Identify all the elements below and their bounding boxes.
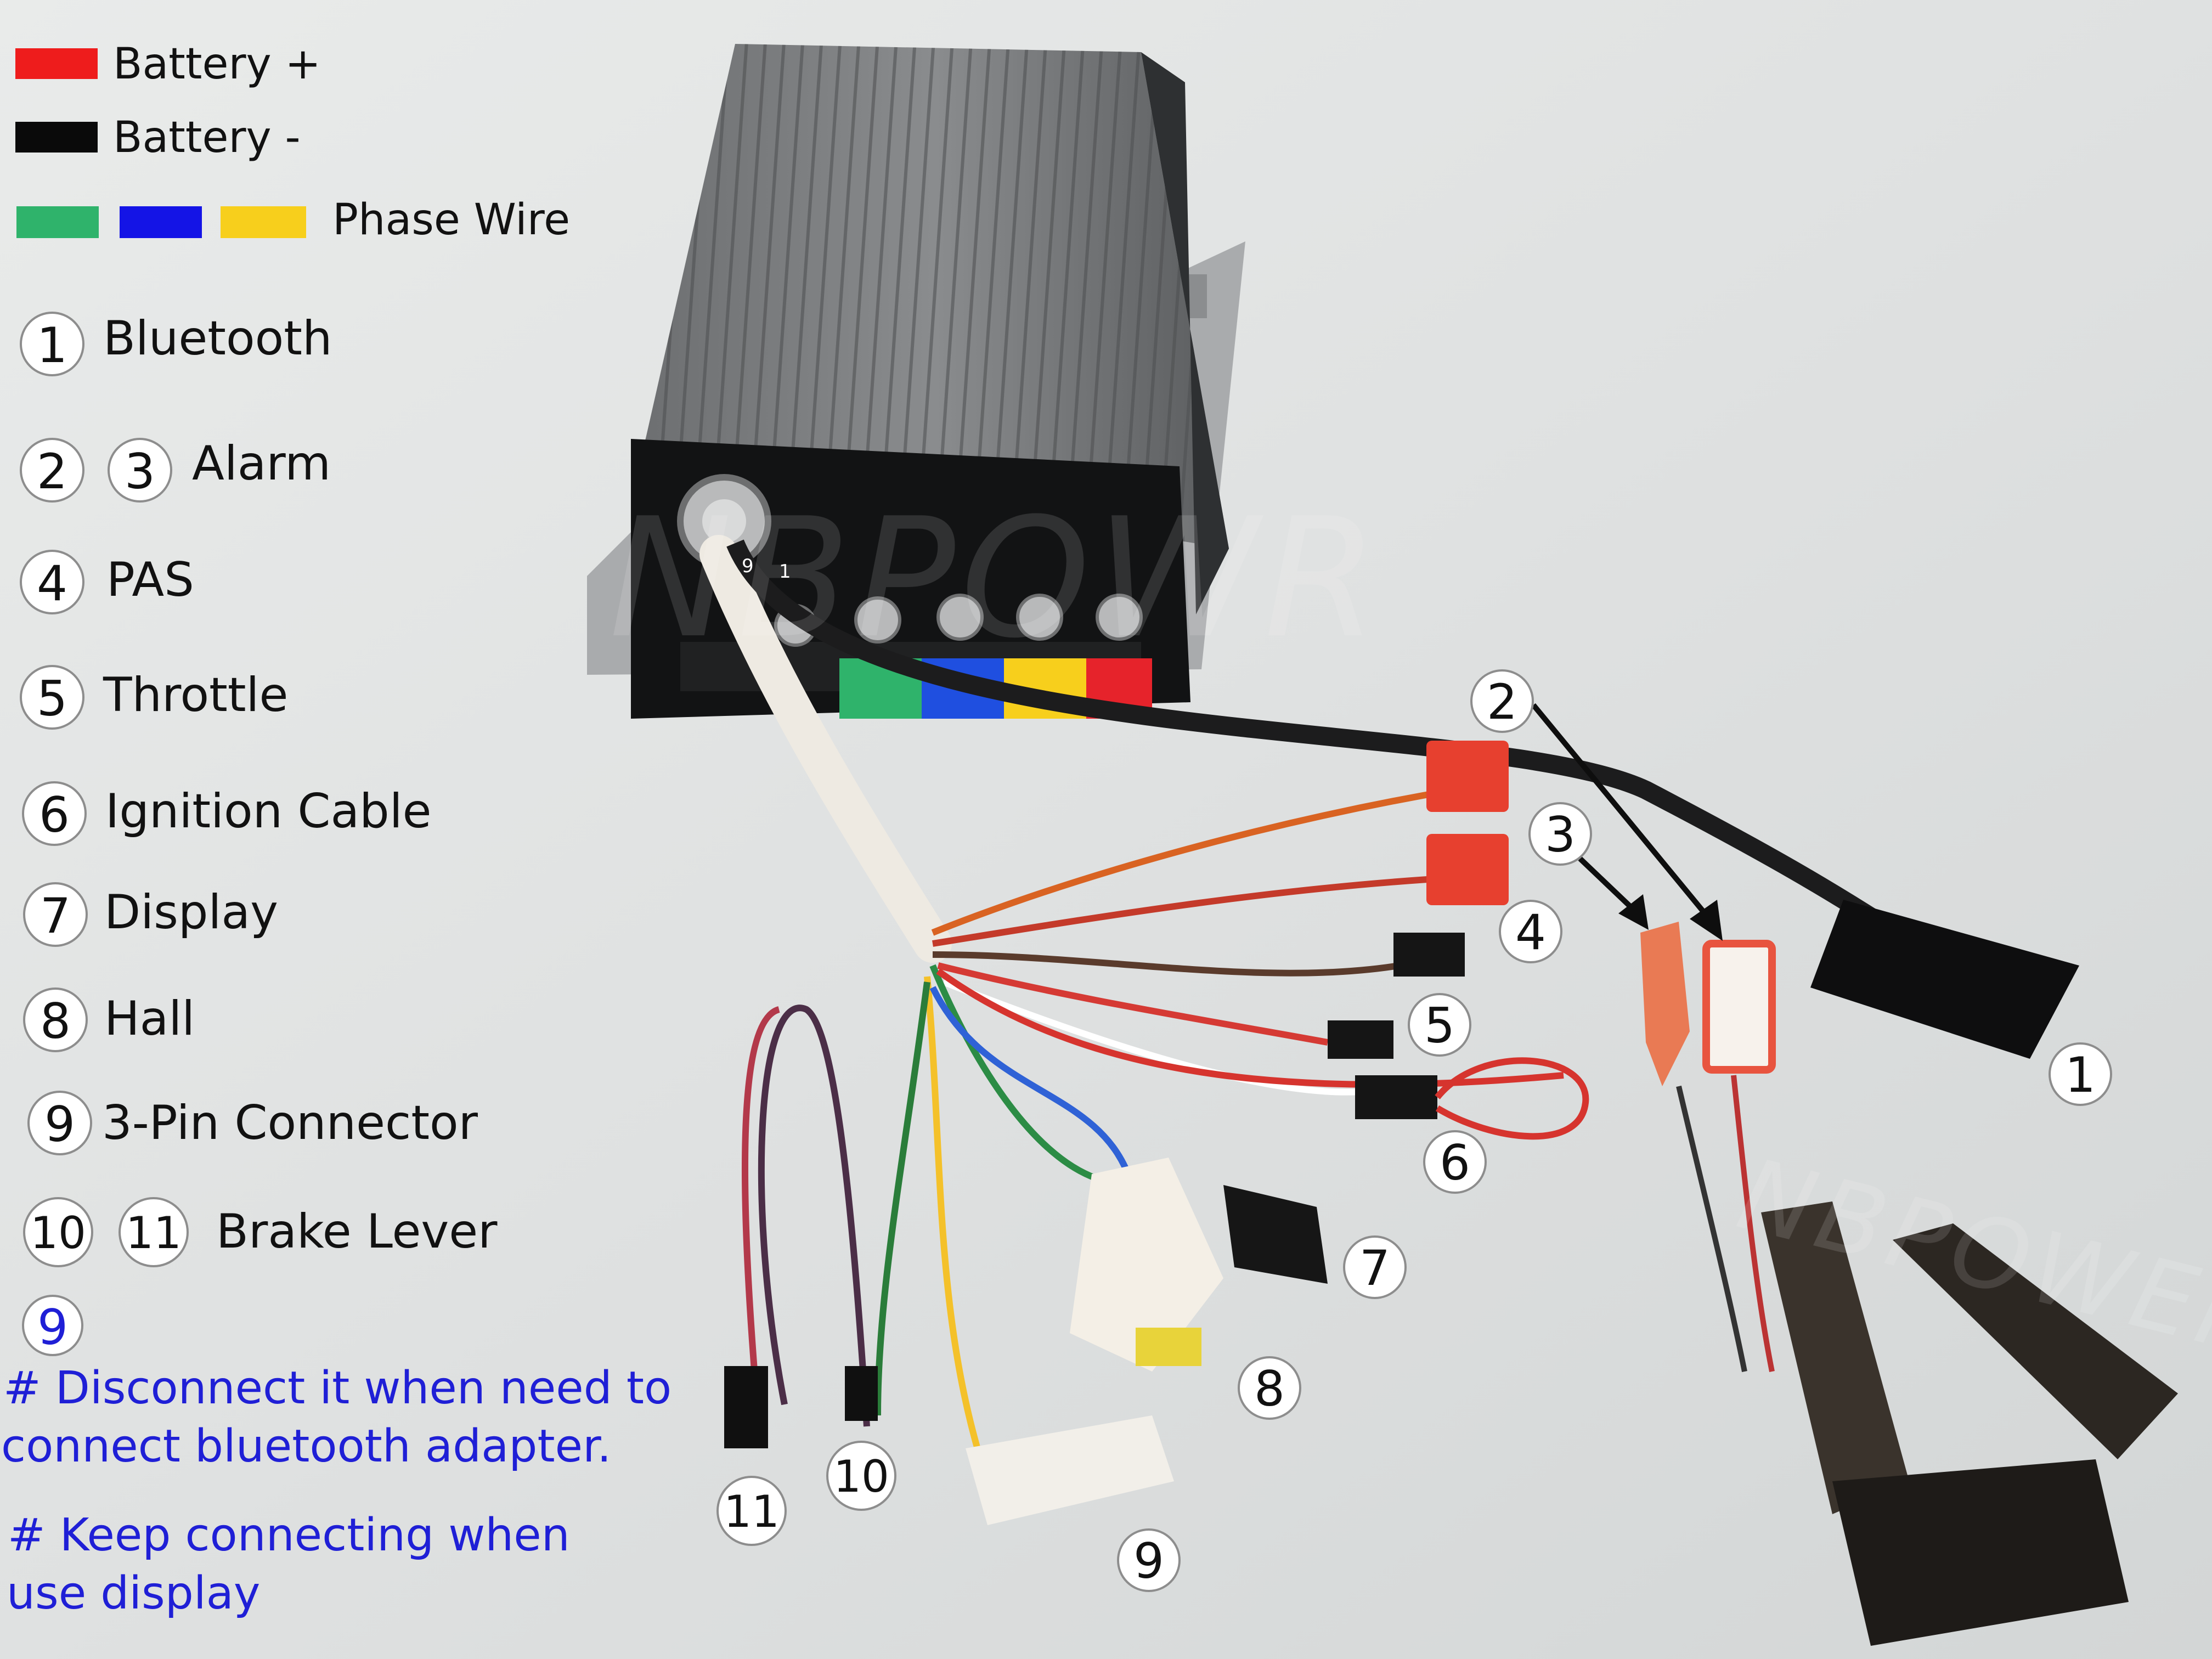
controller-photo [0,0,2212,1659]
